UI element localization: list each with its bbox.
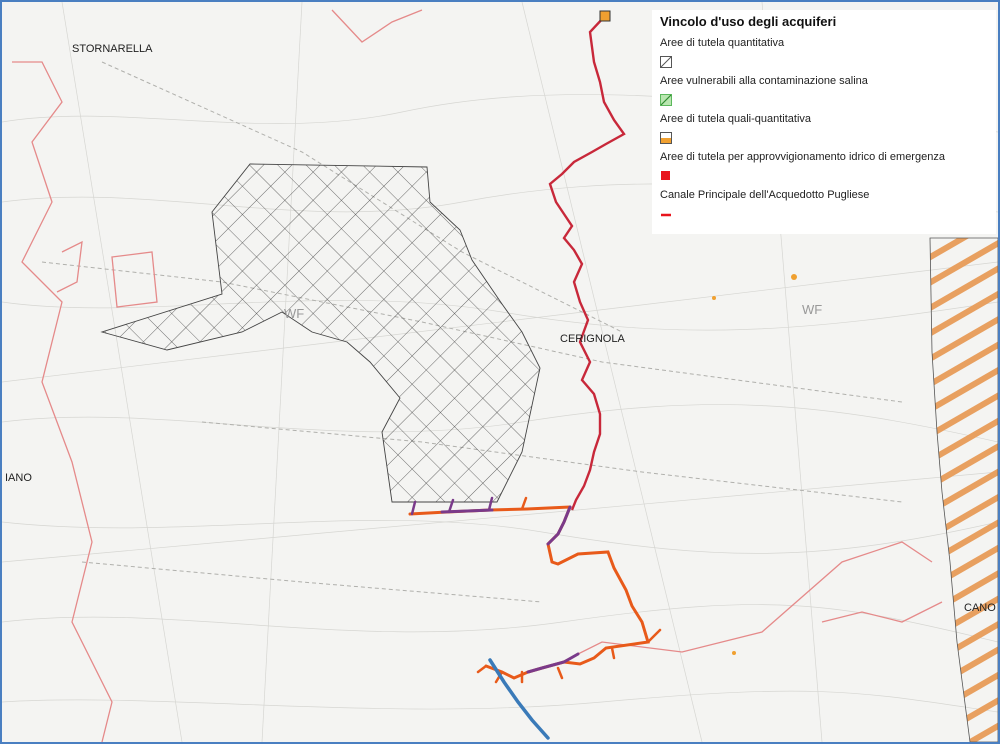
- place-label-cano: CANO: [964, 602, 996, 614]
- legend-label: Canale Principale dell'Acquedotto Puglie…: [660, 189, 870, 201]
- cable-route: [408, 496, 662, 740]
- point-markers: [712, 274, 797, 655]
- legend-label: Aree di tutela quantitativa: [660, 37, 785, 49]
- aqueduct-canal-line: [548, 15, 626, 511]
- legend-label: Aree di tutela per approvvigionamento id…: [660, 151, 945, 163]
- hatch-empty-square-icon: [660, 56, 672, 68]
- green-hatch-square-icon: [660, 94, 672, 106]
- legend-item-emergency-supply: Aree di tutela per approvvigionamento id…: [660, 150, 988, 188]
- legend-label: Aree vulnerabili alla contaminazione sal…: [660, 75, 868, 87]
- orange-half-square-icon: [660, 132, 672, 144]
- wind-farm-label-east: WF: [802, 302, 822, 317]
- place-label-stornarella: STORNARELLA: [72, 43, 153, 55]
- legend-item-aqueduct-canal: Canale Principale dell'Acquedotto Puglie…: [660, 188, 988, 226]
- legend-title: Vincolo d'uso degli acquiferi: [660, 14, 837, 29]
- legend-item-quantitative: Aree di tutela quantitativa: [660, 36, 988, 74]
- protection-area-east: [929, 237, 998, 742]
- aqueduct-marker: [599, 10, 611, 22]
- wind-farm-area-west: [100, 163, 541, 503]
- red-square-icon: [661, 171, 670, 180]
- municipal-boundaries: [12, 9, 943, 742]
- map-legend: Vincolo d'uso degli acquiferi Aree di tu…: [652, 10, 996, 234]
- red-line-icon: [661, 213, 671, 217]
- legend-label: Aree di tutela quali-quantitativa: [660, 113, 812, 125]
- place-label-iano: IANO: [5, 472, 32, 484]
- wind-farm-label-west: WF: [284, 306, 304, 321]
- place-label-cerignola: CERIGNOLA: [560, 333, 625, 345]
- legend-item-quali-quantitative: Aree di tutela quali-quantitativa: [660, 112, 988, 150]
- legend-item-saline: Aree vulnerabili alla contaminazione sal…: [660, 74, 988, 112]
